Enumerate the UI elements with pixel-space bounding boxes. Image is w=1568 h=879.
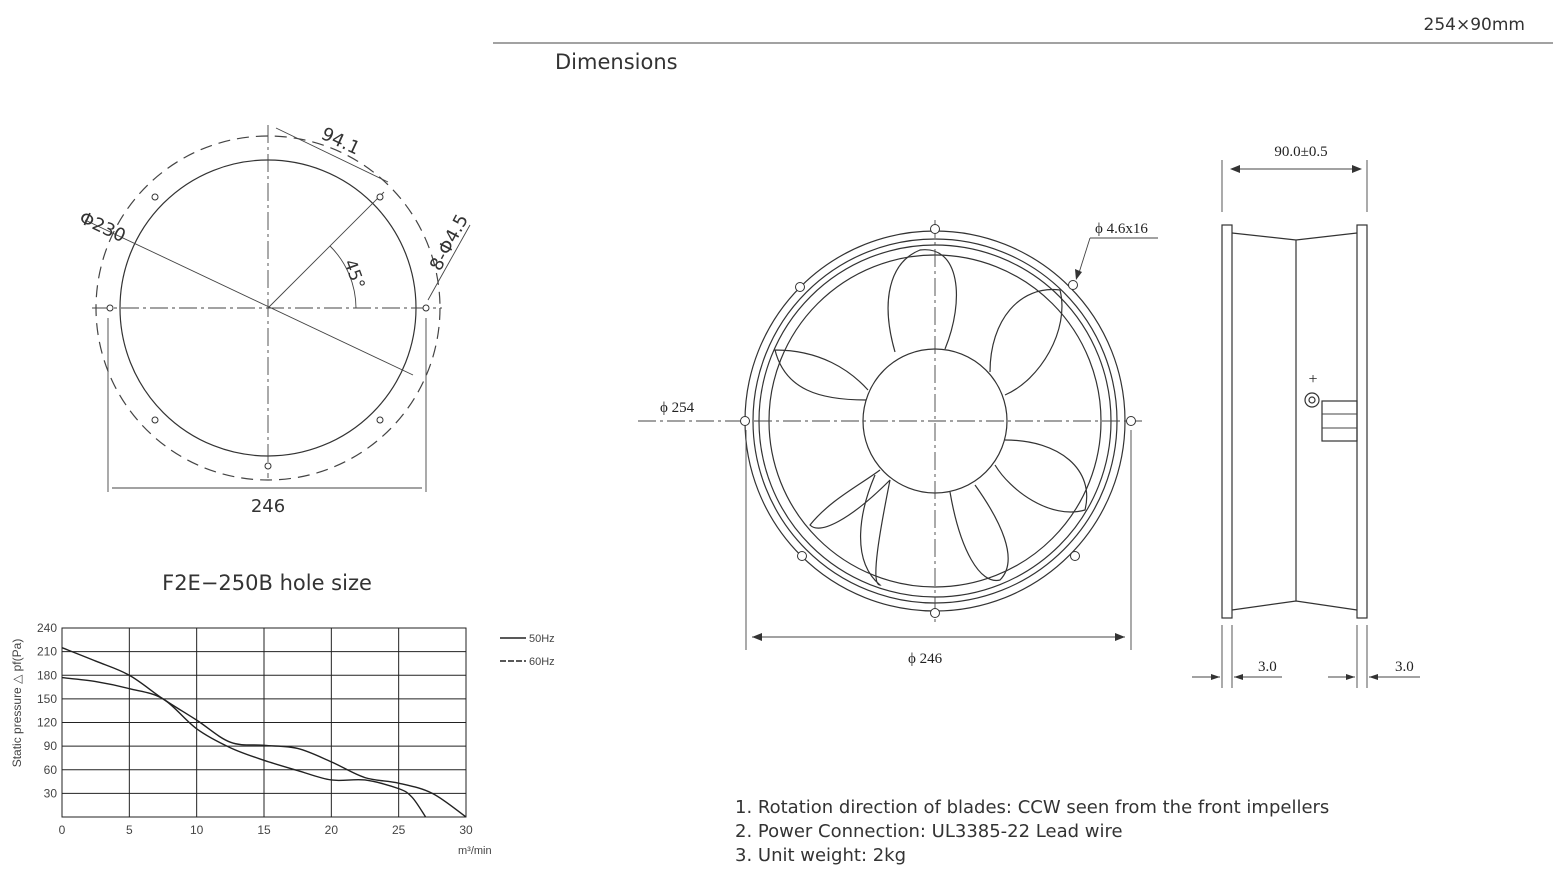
note-1: 1. Rotation direction of blades: CCW see… — [735, 797, 1329, 818]
dim-depth: 90.0±0.5 — [1274, 144, 1327, 160]
note-3: 3. Unit weight: 2kg — [735, 845, 906, 866]
legend-60hz: 60Hz — [529, 656, 555, 668]
chart-ylabel: Static pressure △ pf(Pa) — [10, 639, 24, 768]
legend-50hz: 50Hz — [529, 633, 555, 645]
x-tick-label: 25 — [392, 823, 406, 837]
y-tick-label: 210 — [37, 645, 57, 659]
front-view-drawing: ϕ 4.6x16 ϕ 254 ϕ 246 — [638, 220, 1158, 667]
notes: 1. Rotation direction of blades: CCW see… — [735, 797, 1329, 866]
plus-mark: + — [1308, 371, 1317, 388]
side-view-drawing: + 90.0±0.5 3.0 3.0 — [1192, 144, 1420, 688]
dim-diameter: Φ230 — [76, 207, 129, 247]
dim-arc: 94.1 — [318, 123, 363, 159]
model-size: 254×90mm — [1424, 15, 1525, 35]
series-line-50hz — [61, 676, 427, 818]
x-tick-label: 5 — [126, 823, 133, 837]
series-line-60hz — [61, 647, 467, 818]
chart-xlabel: m³/min — [458, 845, 492, 857]
hole-size-drawing: 94.1 Φ230 8-Φ4.5 45° 246 F2E−250B hole s… — [76, 123, 473, 595]
dim-front-holes: ϕ 4.6x16 — [1095, 221, 1148, 237]
dim-holes: 8-Φ4.5 — [426, 211, 473, 274]
y-tick-label: 240 — [37, 621, 57, 635]
x-tick-label: 30 — [459, 823, 473, 837]
x-tick-label: 20 — [325, 823, 339, 837]
y-tick-label: 180 — [37, 668, 57, 682]
x-tick-label: 15 — [257, 823, 271, 837]
dim-outer-diameter: ϕ 254 — [660, 400, 695, 416]
dim-width: 246 — [251, 496, 285, 517]
dim-angle: 45° — [339, 257, 368, 292]
y-tick-label: 120 — [37, 716, 57, 730]
y-tick-label: 90 — [44, 739, 58, 753]
x-tick-label: 10 — [190, 823, 204, 837]
dim-inner-diameter: ϕ 246 — [908, 651, 943, 667]
pressure-flow-chart: Static pressure △ pf(Pa) m³/min 0 5 10 15 20… — [10, 621, 555, 857]
dim-flange-left: 3.0 — [1258, 659, 1277, 675]
y-tick-label: 150 — [37, 692, 57, 706]
y-tick-label: 60 — [44, 763, 58, 777]
dim-flange-right: 3.0 — [1395, 659, 1414, 675]
hole-drawing-title: F2E−250B hole size — [162, 571, 372, 595]
section-title: Dimensions — [555, 50, 678, 74]
x-tick-label: 0 — [59, 823, 66, 837]
y-tick-label: 30 — [44, 786, 58, 800]
note-2: 2. Power Connection: UL3385-22 Lead wire — [735, 821, 1123, 842]
